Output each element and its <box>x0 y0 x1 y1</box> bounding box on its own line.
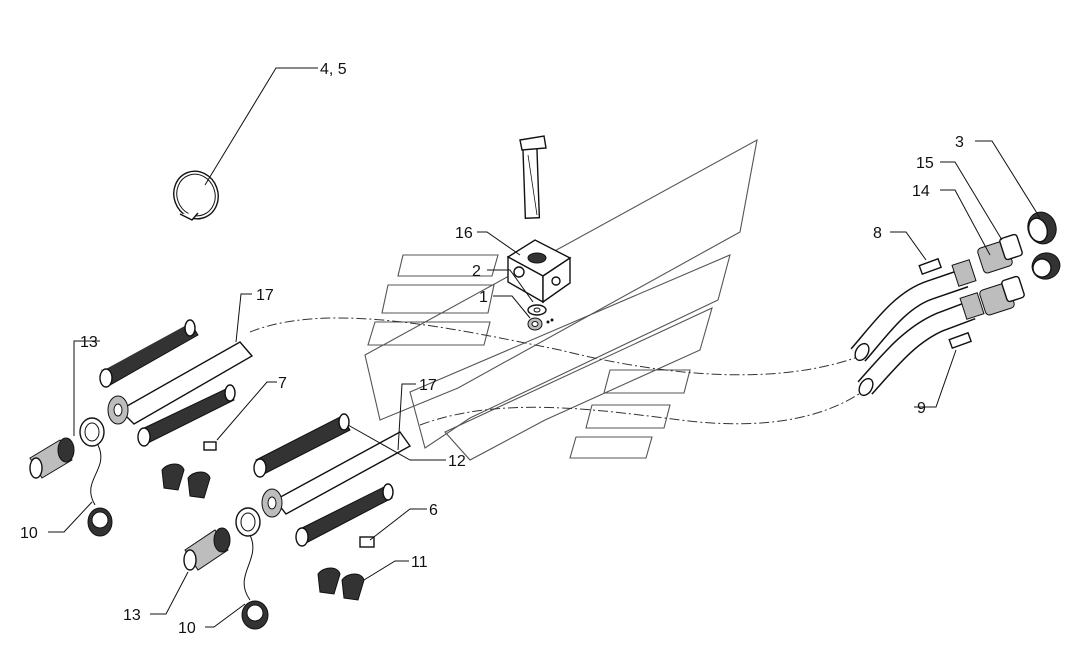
quick-coupling-lower <box>183 527 231 571</box>
dust-cap-upper <box>79 417 113 537</box>
callout-17-upper: 17 <box>256 287 274 304</box>
quick-coupling-upper <box>29 437 75 479</box>
dust-cap-lower <box>235 507 269 630</box>
leader-lines <box>48 67 1041 628</box>
callout-2: 2 <box>472 263 481 280</box>
right-hoses <box>850 259 985 397</box>
lower-hose-assembly <box>253 413 412 601</box>
hose-routing-lines <box>249 317 863 426</box>
valve-block <box>506 135 572 304</box>
callout-1: 1 <box>479 289 488 306</box>
callout-9: 9 <box>917 400 926 417</box>
watermark-logo <box>364 138 758 461</box>
callout-13-lower: 13 <box>123 607 141 624</box>
upper-hose-assembly <box>99 319 254 499</box>
callout-17-lower: 17 <box>419 377 437 394</box>
callout-6: 6 <box>429 502 438 519</box>
callout-10-lower: 10 <box>178 620 196 637</box>
callout-8: 8 <box>873 225 882 242</box>
washer-nut <box>527 304 554 331</box>
adapters-and-caps <box>977 211 1061 316</box>
callout-13-upper: 13 <box>80 334 98 351</box>
callout-labels: 4, 5 3 15 14 16 8 2 1 17 13 7 17 9 12 6 … <box>20 61 964 637</box>
hose-clips <box>918 257 973 350</box>
callout-11: 11 <box>411 554 428 571</box>
callout-15: 15 <box>916 155 934 172</box>
callout-3: 3 <box>955 134 964 151</box>
callout-16: 16 <box>455 225 473 242</box>
callout-12: 12 <box>448 453 466 470</box>
callout-4-5: 4, 5 <box>320 61 347 78</box>
callout-14: 14 <box>912 183 930 200</box>
callout-10-upper: 10 <box>20 525 38 542</box>
hose-clamp <box>173 170 219 221</box>
callout-7: 7 <box>278 375 287 392</box>
